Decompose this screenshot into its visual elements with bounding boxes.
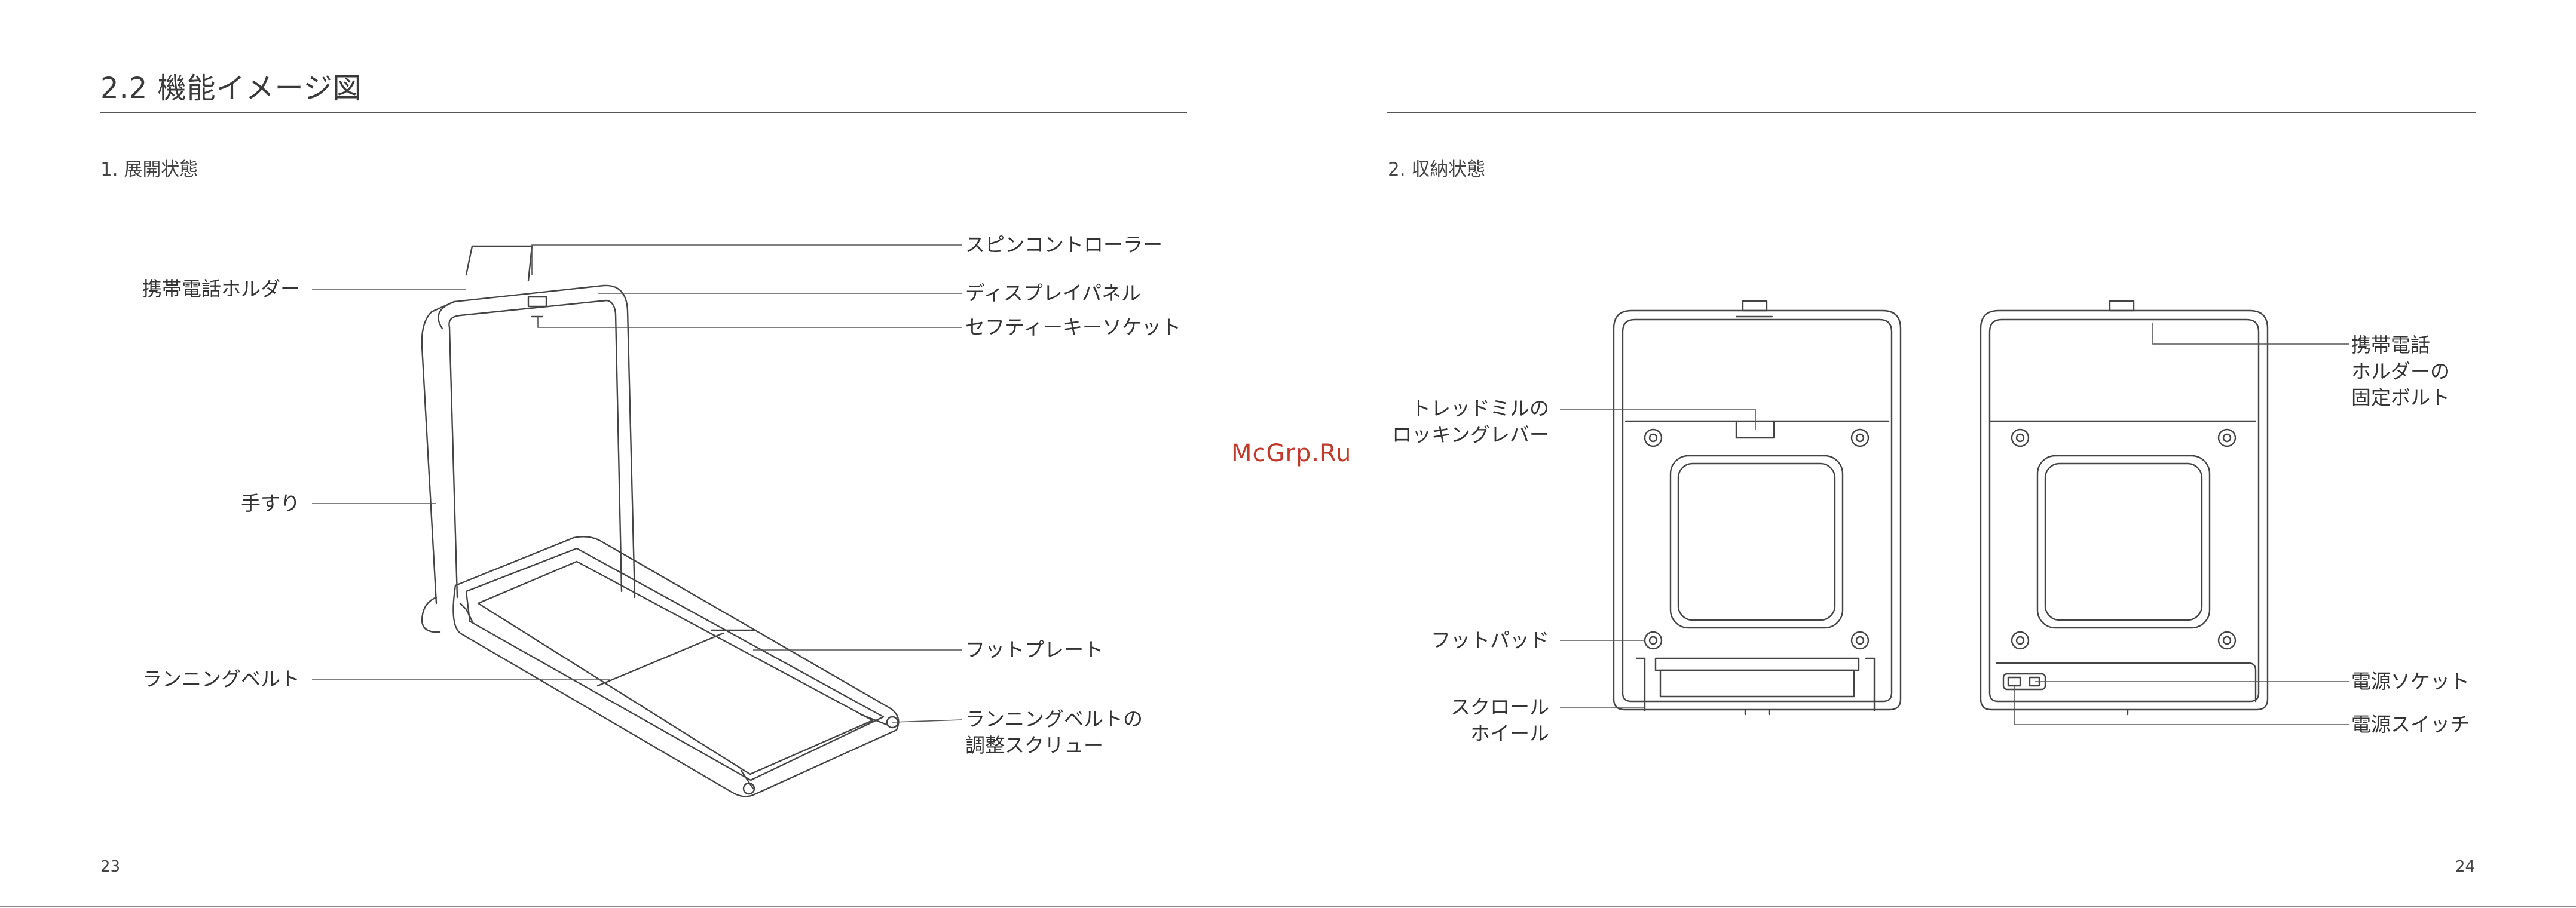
label-safety-key-socket: セフティーキーソケット [965, 314, 1181, 340]
label-phone-holder: 携帯電話ホルダー [142, 276, 300, 302]
label-running-belt: ランニングベルト [142, 666, 300, 692]
label-handrail: 手すり [241, 490, 300, 517]
label-scroll-wheel-line2: ホイール [1451, 720, 1549, 747]
label-display-panel: ディスプレイパネル [965, 280, 1141, 306]
label-belt-adjust-line1: ランニングベルトの [965, 706, 1143, 732]
label-foot-plate: フットプレート [965, 637, 1103, 663]
label-power-switch: 電源スイッチ [2351, 711, 2470, 738]
label-holder-bolt-line3: 固定ボルト [2351, 385, 2450, 411]
label-lock-lever: トレッドミルの ロッキングレバー [1392, 395, 1549, 448]
label-holder-bolt: 携帯電話 ホルダーの 固定ボルト [2351, 332, 2450, 411]
treadmill-folded-back-drawing [1981, 301, 2268, 714]
label-belt-adjust-line2: 調整スクリュー [965, 732, 1143, 759]
label-foot-pad: フットパッド [1431, 627, 1549, 654]
label-power-socket: 電源ソケット [2351, 668, 2470, 695]
label-lock-lever-line2: ロッキングレバー [1392, 422, 1549, 448]
treadmill-folded-front-drawing [1614, 301, 1901, 714]
treadmill-unfolded-drawing [422, 246, 899, 796]
label-scroll-wheel: スクロール ホイール [1451, 694, 1549, 747]
label-spin-controller: スピンコントローラー [965, 232, 1162, 258]
label-scroll-wheel-line1: スクロール [1451, 694, 1549, 720]
label-holder-bolt-line2: ホルダーの [2351, 358, 2450, 385]
label-holder-bolt-line1: 携帯電話 [2351, 332, 2450, 358]
label-lock-lever-line1: トレッドミルの [1392, 395, 1549, 422]
label-belt-adjust-screw: ランニングベルトの 調整スクリュー [965, 706, 1143, 759]
